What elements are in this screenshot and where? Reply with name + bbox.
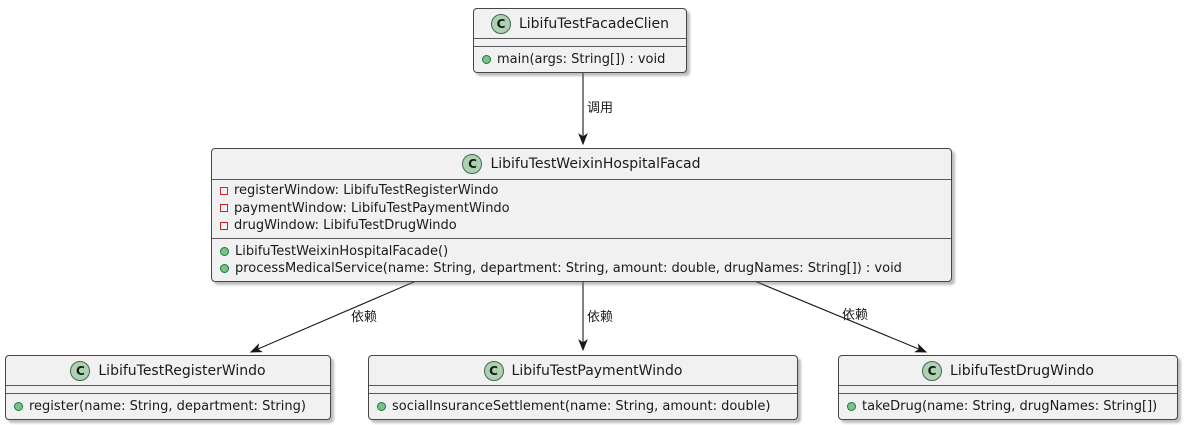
method-text: LibifuTestWeixinHospitalFacade() [235, 243, 449, 259]
fields-compartment-empty [369, 386, 797, 394]
methods-compartment: socialInsuranceSettlement(name: String, … [369, 394, 797, 419]
fields-compartment-empty [839, 386, 1177, 394]
field-text: drugWindow: LibifuTestDrugWindo [234, 218, 457, 233]
field-text: paymentWindow: LibifuTestPaymentWindo [234, 200, 510, 216]
class-name: LibifuTestPaymentWindo [511, 362, 683, 379]
class-drug-window: C LibifuTestDrugWindo takeDrug(name: Str… [838, 355, 1178, 420]
method-text: processMedicalService(name: String, depa… [235, 261, 902, 276]
methods-compartment: main(args: String[]) : void [474, 47, 686, 72]
edge-label-call: 调用 [587, 101, 613, 116]
field-row: drugWindow: LibifuTestDrugWindo [212, 217, 951, 235]
method-row: processMedicalService(name: String, depa… [212, 260, 951, 278]
class-name: LibifuTestDrugWindo [950, 362, 1094, 379]
edge-label-dependency-left: 依赖 [351, 310, 377, 325]
dependency-arrow-register [249, 274, 431, 353]
class-name: LibifuTestWeixinHospitalFacad [490, 156, 701, 172]
class-name: LibifuTestRegisterWindo [98, 362, 266, 379]
method-row: main(args: String[]) : void [474, 51, 686, 69]
methods-compartment: register(name: String, department: Strin… [6, 394, 330, 419]
dependency-arrow-drug [739, 274, 928, 353]
class-title-bar: C LibifuTestWeixinHospitalFacad [212, 149, 951, 180]
methods-compartment: takeDrug(name: String, drugNames: String… [839, 394, 1177, 419]
private-field-icon [220, 186, 228, 195]
class-name: LibifuTestFacadeClien [518, 15, 669, 32]
private-field-icon [220, 221, 228, 230]
method-row: takeDrug(name: String, drugNames: String… [839, 398, 1177, 416]
public-method-icon [14, 402, 23, 412]
class-icon: C [922, 360, 943, 381]
method-row: register(name: String, department: Strin… [6, 398, 330, 416]
method-text: main(args: String[]) : void [497, 52, 666, 67]
method-row: LibifuTestWeixinHospitalFacade() [212, 243, 951, 261]
fields-compartment: registerWindow: LibifuTestRegisterWindo … [212, 180, 951, 239]
class-title-bar: C LibifuTestFacadeClien [474, 9, 686, 39]
method-text: socialInsuranceSettlement(name: String, … [392, 399, 771, 414]
class-title-bar: C LibifuTestDrugWindo [839, 356, 1177, 386]
class-payment-window: C LibifuTestPaymentWindo socialInsurance… [368, 355, 798, 420]
class-icon: C [462, 154, 483, 174]
public-method-icon [220, 246, 229, 256]
class-icon: C [70, 360, 91, 381]
edge-label-dependency-middle: 依赖 [587, 310, 613, 325]
methods-compartment: LibifuTestWeixinHospitalFacade() process… [212, 239, 951, 281]
edge-label-dependency-right: 依赖 [842, 308, 868, 323]
field-row: registerWindow: LibifuTestRegisterWindo [212, 182, 951, 200]
class-title-bar: C LibifuTestRegisterWindo [6, 356, 330, 386]
public-method-icon [482, 55, 491, 65]
public-method-icon [377, 402, 386, 412]
private-field-icon [220, 204, 228, 213]
field-text: registerWindow: LibifuTestRegisterWindo [234, 183, 499, 198]
class-hospital-facade: C LibifuTestWeixinHospitalFacad register… [211, 148, 952, 282]
public-method-icon [847, 402, 856, 412]
method-row: socialInsuranceSettlement(name: String, … [369, 398, 797, 416]
class-title-bar: C LibifuTestPaymentWindo [369, 356, 797, 386]
class-facade-client: C LibifuTestFacadeClien main(args: Strin… [473, 8, 687, 73]
class-icon: C [490, 13, 511, 34]
public-method-icon [220, 264, 229, 274]
method-text: takeDrug(name: String, drugNames: String… [862, 399, 1158, 414]
field-row: paymentWindow: LibifuTestPaymentWindo [212, 200, 951, 218]
fields-compartment-empty [474, 39, 686, 47]
fields-compartment-empty [6, 386, 330, 394]
class-register-window: C LibifuTestRegisterWindo register(name:… [5, 355, 331, 420]
class-icon: C [483, 360, 504, 381]
method-text: register(name: String, department: Strin… [29, 399, 306, 414]
